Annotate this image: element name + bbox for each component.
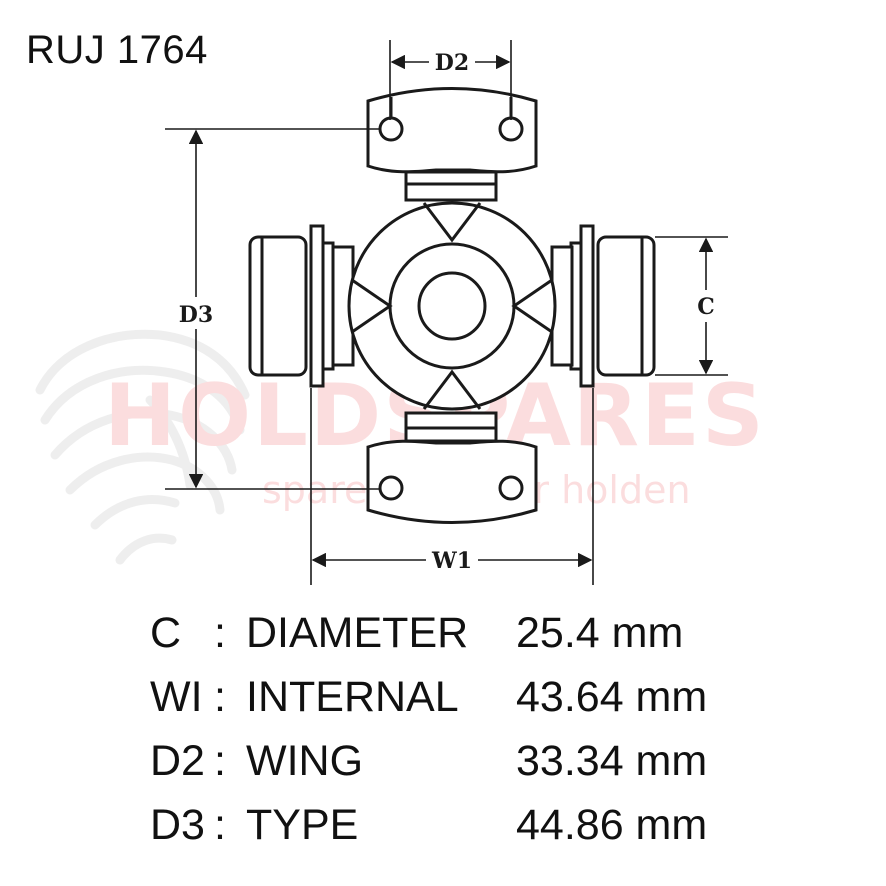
spec-row: D3 : TYPE 44.86 mm <box>150 800 790 864</box>
spec-value: 33.34 mm <box>516 737 708 785</box>
spec-code: C <box>150 609 182 657</box>
lion-logo <box>35 329 250 565</box>
spec-row: WI : INTERNAL 43.64 mm <box>150 672 790 736</box>
spec-value: 25.4 mm <box>516 609 684 657</box>
w1-label: W1 <box>431 548 472 574</box>
cross-body <box>347 201 557 411</box>
dimension-labels: D2 D3 C W1 <box>172 48 720 574</box>
spec-label: WING <box>246 737 364 785</box>
left-bearing-cup <box>248 224 355 388</box>
bottom-right-bolt-hole <box>498 475 524 501</box>
d2-label: D2 <box>435 50 469 76</box>
spec-table: C : DIAMETER 25.4 mm WI : INTERNAL 43.64… <box>150 608 790 864</box>
spec-colon: : <box>214 737 226 785</box>
spec-row: C : DIAMETER 25.4 mm <box>150 608 790 672</box>
spec-colon: : <box>214 673 226 721</box>
spec-label: DIAMETER <box>246 609 469 657</box>
spec-code: WI <box>150 673 203 721</box>
page-title: RUJ 1764 <box>26 28 208 72</box>
dimension-lines <box>165 40 728 585</box>
spec-label: TYPE <box>246 801 359 849</box>
spec-row: D2 : WING 33.34 mm <box>150 736 790 800</box>
bottom-left-bolt-hole <box>378 475 404 501</box>
top-left-bolt-hole <box>378 116 404 142</box>
spec-code: D2 <box>150 737 205 785</box>
top-right-bolt-hole <box>498 116 524 142</box>
d3-label: D3 <box>179 302 213 328</box>
universal-joint-diagram: HOLDSPARES spares for your holden <box>35 40 764 585</box>
spec-label: INTERNAL <box>246 673 459 721</box>
spec-colon: : <box>214 801 226 849</box>
spec-colon: : <box>214 609 226 657</box>
right-bearing-cup <box>550 224 656 388</box>
spec-value: 44.86 mm <box>516 801 708 849</box>
bottom-bearing-cap <box>366 411 538 524</box>
joint-drawing <box>248 87 656 524</box>
center-bore <box>417 271 487 341</box>
spec-value: 43.64 mm <box>516 673 708 721</box>
c-label: C <box>697 294 715 320</box>
spec-code: D3 <box>150 801 205 849</box>
top-bearing-cap <box>366 87 538 202</box>
